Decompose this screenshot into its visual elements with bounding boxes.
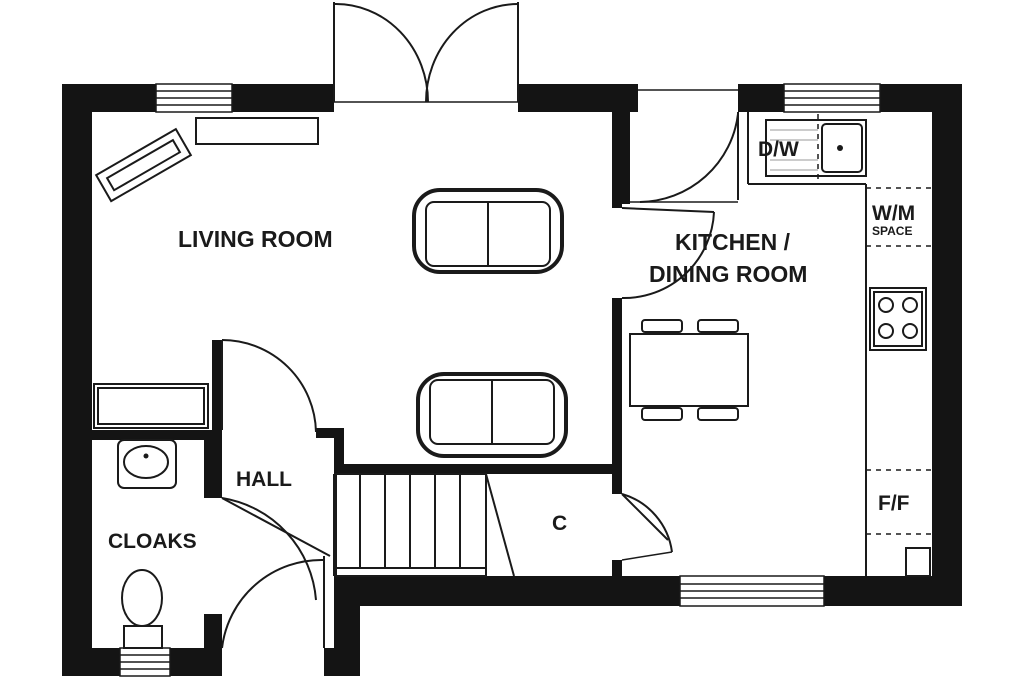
- windows: [119, 83, 881, 677]
- outer-walls: [62, 84, 962, 676]
- french-doors: [333, 2, 519, 103]
- dining-table-icon: [629, 319, 749, 421]
- basin-icon: [117, 439, 177, 489]
- doors: [221, 112, 739, 649]
- fridge-freezer-label: F/F: [878, 492, 910, 515]
- hall-label: HALL: [236, 468, 292, 491]
- staircase: [335, 473, 515, 577]
- kitchen-label-line1: KITCHEN /: [675, 229, 791, 255]
- cupboard-label: C: [552, 512, 567, 535]
- kitchen-label-line2: DINING ROOM: [649, 261, 807, 287]
- kitchen-fittings: [629, 112, 932, 577]
- sofa-icon: [416, 372, 568, 458]
- sofa-icon: [412, 188, 564, 274]
- cloaks-label: CLOAKS: [108, 530, 197, 553]
- dishwasher-label: D/W: [758, 138, 799, 161]
- hob-icon: [869, 287, 927, 351]
- internal-walls: [92, 89, 738, 654]
- cloaks-fittings: [117, 439, 177, 649]
- living-room-label: LIVING ROOM: [178, 226, 333, 252]
- room-labels: LIVING ROOM KITCHEN / DINING ROOM HALL C…: [108, 138, 915, 553]
- sink-icon: [765, 119, 867, 177]
- toilet-icon: [121, 569, 163, 649]
- washing-machine-space-label: SPACE: [872, 224, 912, 238]
- living-furniture: [93, 117, 568, 458]
- washing-machine-label: W/M: [872, 202, 915, 225]
